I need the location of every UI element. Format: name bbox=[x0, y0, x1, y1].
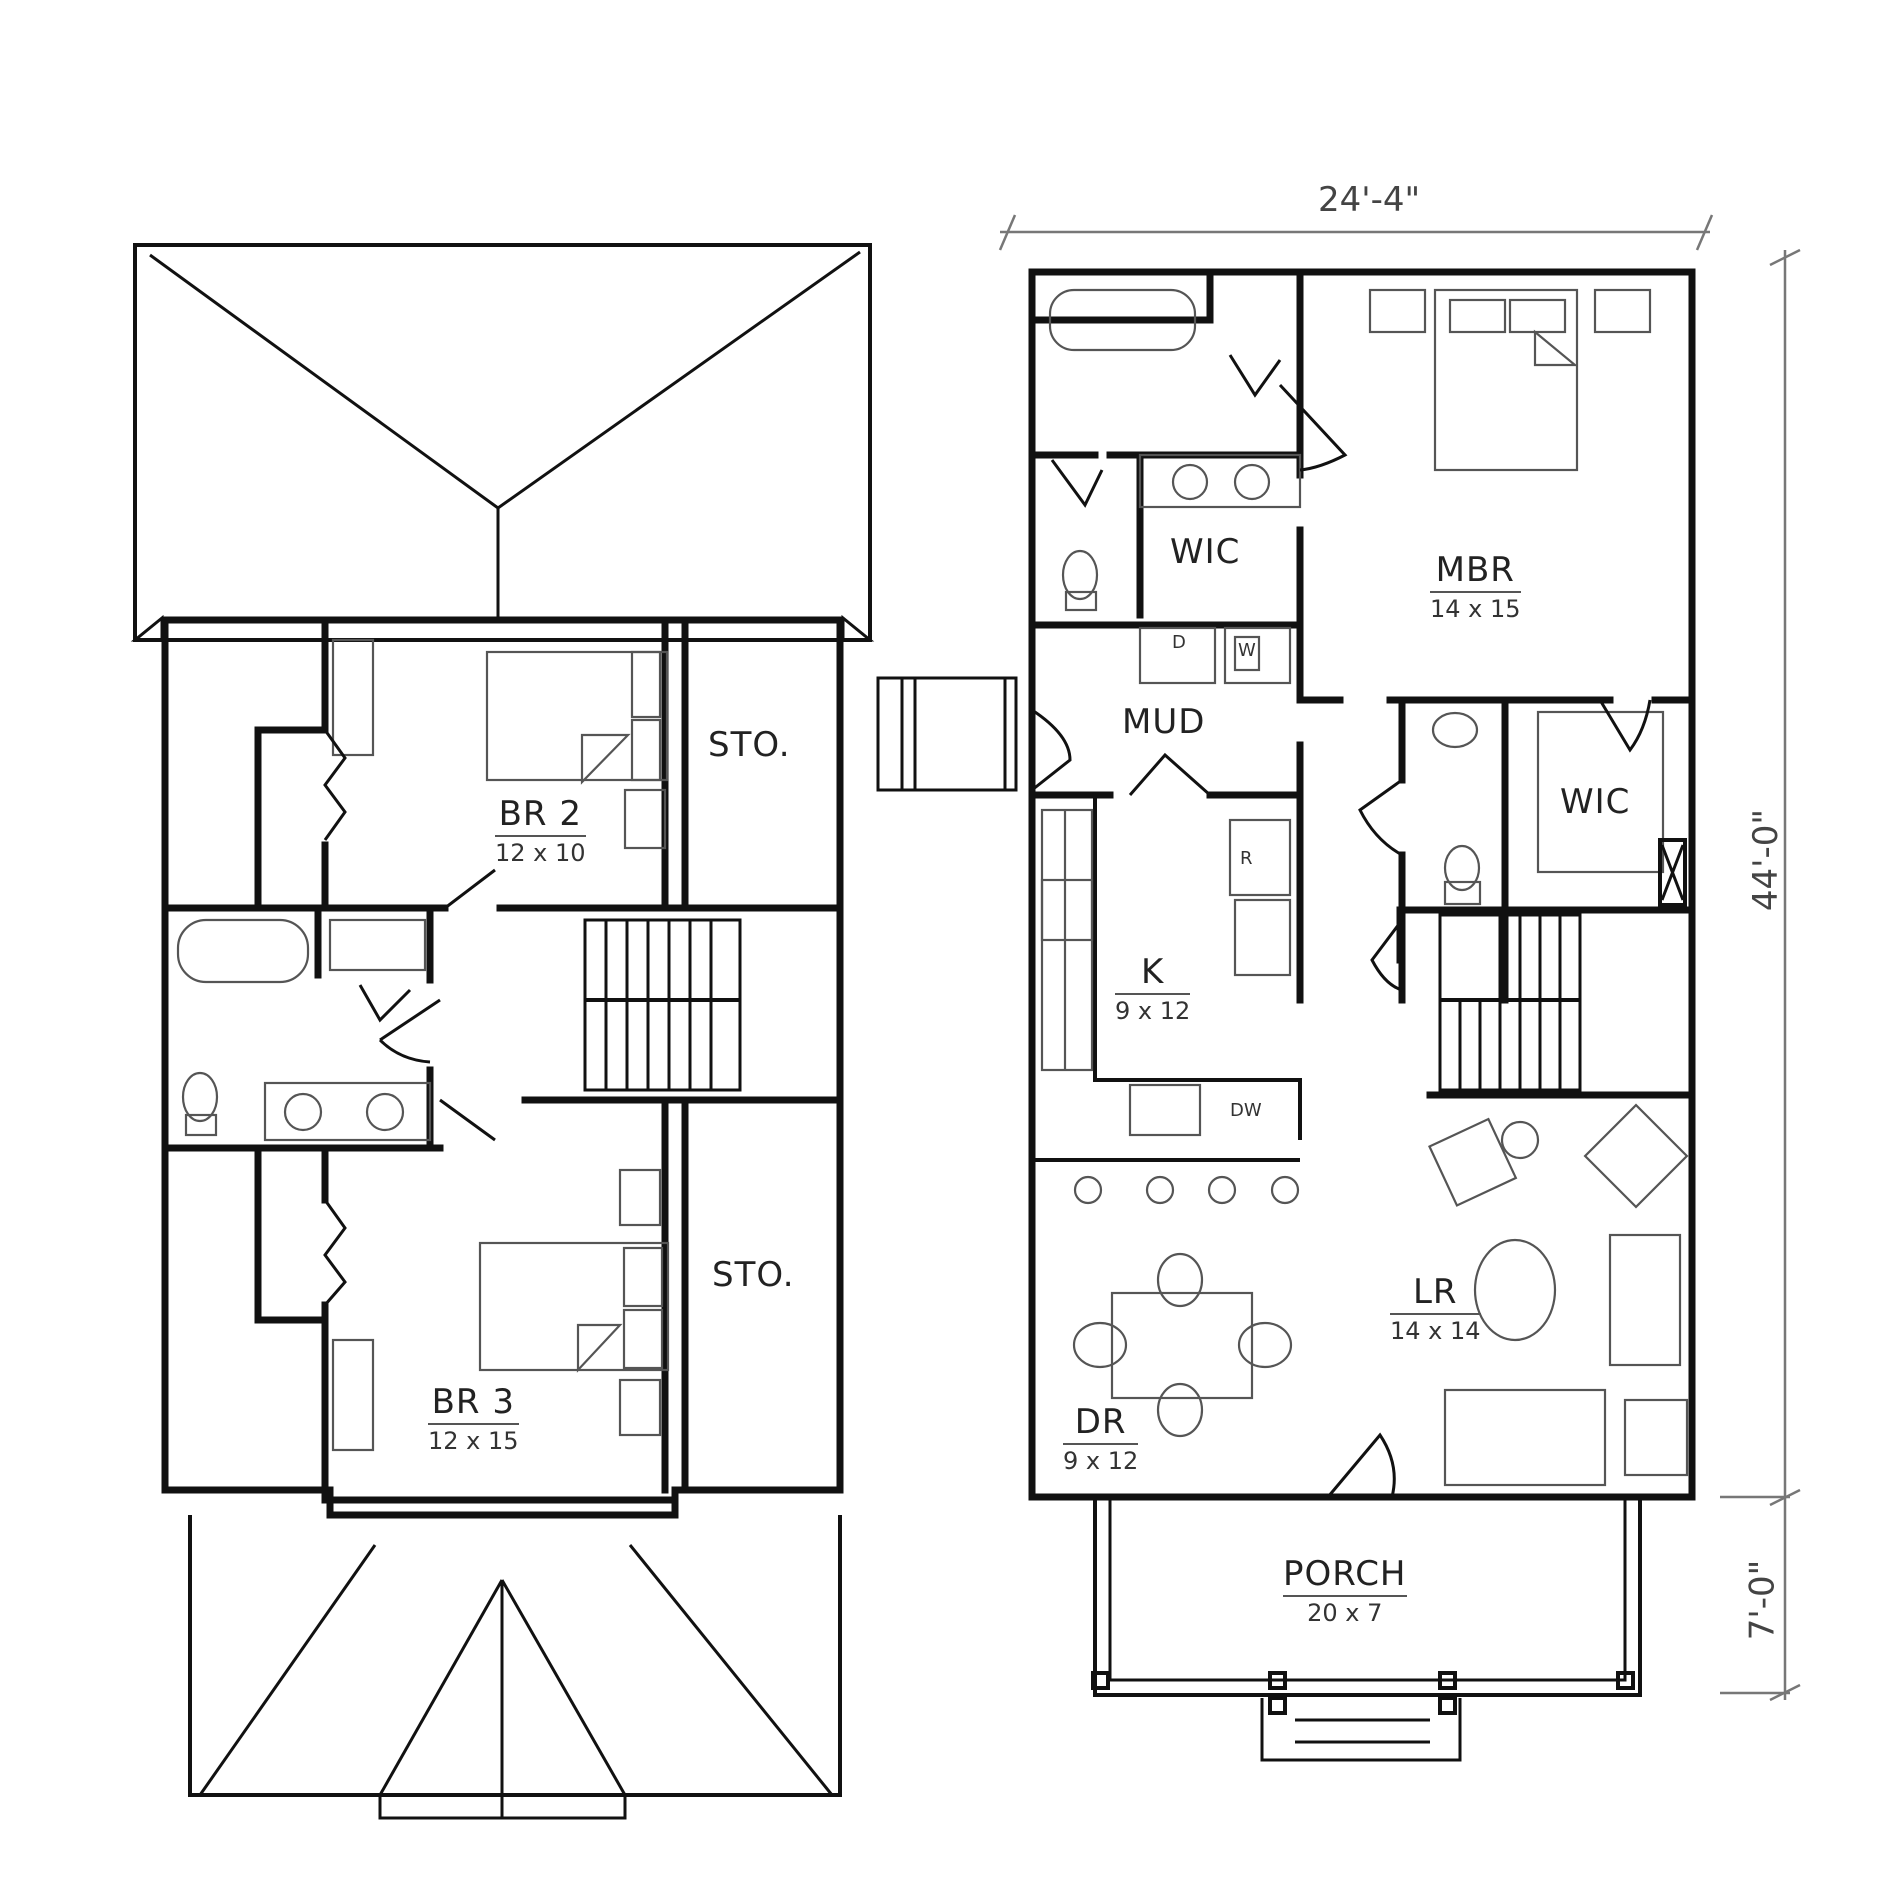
room-name: PORCH bbox=[1283, 1557, 1407, 1597]
room-label-dining-room: DR 9 x 12 bbox=[1063, 1405, 1139, 1475]
room-label-living-room: LR 14 x 14 bbox=[1390, 1275, 1481, 1343]
room-name: MUD bbox=[1122, 702, 1206, 742]
mbr-furniture bbox=[1368, 288, 1652, 472]
dryer-tag: D bbox=[1172, 632, 1186, 653]
room-size: 12 x 10 bbox=[495, 839, 586, 867]
refrigerator-tag: R bbox=[1240, 848, 1253, 869]
room-name: STO. bbox=[708, 725, 791, 765]
first-floor-walls bbox=[1028, 268, 1696, 1501]
room-name: BR 2 bbox=[495, 797, 586, 837]
porch-depth-dimension: 7'-0" bbox=[1742, 1559, 1783, 1641]
room-size: 9 x 12 bbox=[1115, 997, 1191, 1025]
room-name: DR bbox=[1063, 1405, 1139, 1445]
room-label-porch: PORCH 20 x 7 bbox=[1283, 1557, 1407, 1625]
room-label-mud: MUD bbox=[1122, 705, 1205, 743]
dishwasher-tag: DW bbox=[1230, 1100, 1262, 1121]
overall-depth-dimension: 44'-0" bbox=[1746, 808, 1787, 912]
br3-furniture bbox=[323, 1168, 670, 1452]
second-floor-bath bbox=[176, 868, 496, 1142]
room-label-wic-master-bath: WIC bbox=[1170, 535, 1240, 573]
room-label-storage-lower: STO. bbox=[712, 1258, 795, 1296]
laundry-appliances bbox=[1031, 626, 1292, 797]
front-door bbox=[1326, 1432, 1396, 1498]
first-floor-plan bbox=[876, 214, 1801, 1762]
first-floor-bath-wic bbox=[1358, 699, 1687, 992]
room-name: K bbox=[1115, 955, 1191, 995]
washer-tag: W bbox=[1238, 640, 1256, 661]
porch bbox=[1091, 1497, 1642, 1762]
room-size: 20 x 7 bbox=[1307, 1599, 1383, 1627]
dimension-lines bbox=[998, 214, 1801, 1702]
room-size: 14 x 14 bbox=[1390, 1317, 1481, 1345]
rear-roof bbox=[130, 243, 875, 642]
dining-furniture bbox=[1072, 1252, 1293, 1438]
side-step bbox=[876, 676, 1018, 792]
overall-width-dimension: 24'-4" bbox=[1318, 180, 1421, 220]
room-name: LR bbox=[1390, 1275, 1481, 1315]
second-floor-stairs bbox=[583, 918, 742, 1092]
room-size: 12 x 15 bbox=[428, 1427, 519, 1455]
front-roof bbox=[188, 1515, 842, 1820]
living-room-furniture bbox=[1428, 1103, 1689, 1487]
second-floor-walls bbox=[161, 616, 844, 1519]
room-label-wic-rear: WIC bbox=[1560, 785, 1630, 823]
room-name: WIC bbox=[1560, 782, 1631, 822]
kitchen-fixtures bbox=[1032, 808, 1300, 1205]
room-label-br3: BR 3 12 x 15 bbox=[428, 1385, 519, 1453]
br2-furniture bbox=[323, 638, 669, 850]
first-floor-stairs bbox=[1438, 913, 1582, 1092]
room-size: 14 x 15 bbox=[1430, 595, 1521, 623]
room-name: STO. bbox=[712, 1255, 795, 1295]
room-label-mbr: MBR 14 x 15 bbox=[1430, 553, 1521, 621]
master-bath-fixtures bbox=[1048, 288, 1348, 612]
room-name: BR 3 bbox=[428, 1385, 519, 1425]
room-label-br2: BR 2 12 x 10 bbox=[495, 797, 586, 865]
second-floor-plan bbox=[130, 243, 875, 1820]
room-size: 9 x 12 bbox=[1063, 1447, 1139, 1475]
room-name: MBR bbox=[1430, 553, 1521, 593]
room-name: WIC bbox=[1170, 532, 1241, 572]
room-label-storage-upper: STO. bbox=[708, 728, 791, 766]
room-label-kitchen: K 9 x 12 bbox=[1115, 955, 1191, 1025]
